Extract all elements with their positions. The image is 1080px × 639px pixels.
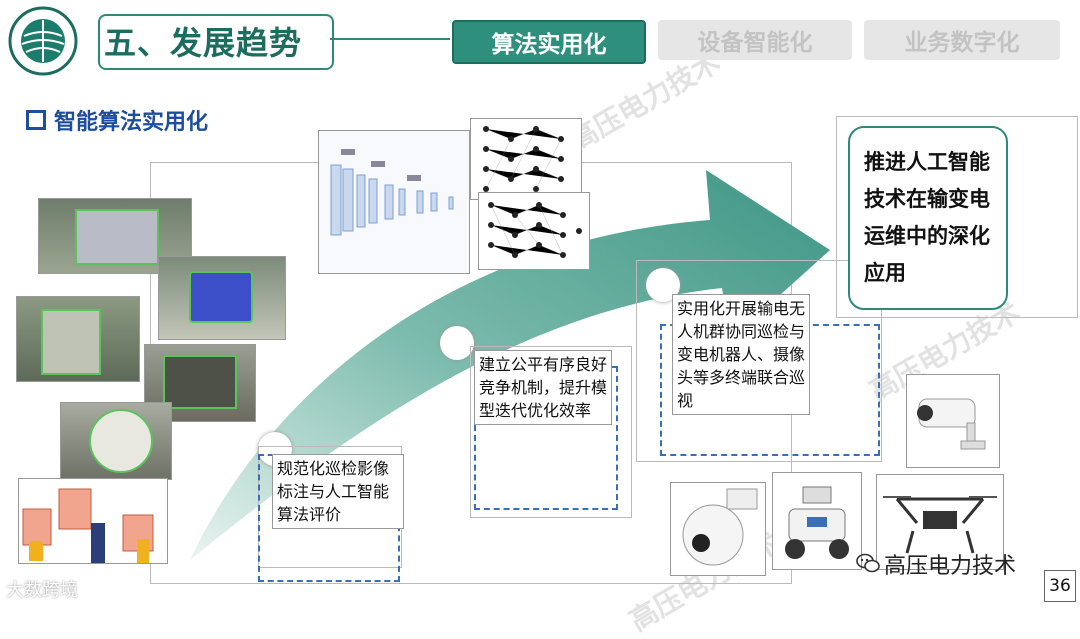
tab-device[interactable]: 设备智能化 <box>658 20 852 60</box>
step-2-frame <box>470 346 632 518</box>
section-bullet-icon <box>26 110 46 130</box>
step-marker-2 <box>440 326 474 360</box>
step-3-text: 实用化开展输电无人机群协同巡检与变电机器人、摄像头等多终端联合巡视 <box>672 294 810 415</box>
title-frame <box>98 14 334 70</box>
source-watermark: 高压电力技术 <box>884 554 1017 579</box>
inspection-photo-5 <box>60 402 172 480</box>
step-3-frame <box>636 260 882 462</box>
tab-algorithm[interactable]: 算法实用化 <box>452 20 646 64</box>
surveillance-camera-image <box>906 374 1000 468</box>
step-2-text: 建立公平有序良好竞争机制，提升模型迭代优化效率 <box>474 350 612 425</box>
cnn-diagram-image <box>318 130 470 274</box>
annotation-clipboard-image <box>18 478 168 564</box>
page-title: 五、发展趋势 <box>104 24 303 62</box>
title-connector <box>330 38 450 40</box>
tab-business[interactable]: 业务数字化 <box>864 20 1060 60</box>
goal-outer-frame <box>836 116 1078 318</box>
inspection-photo-3 <box>16 296 140 382</box>
goal-text: 推进人工智能技术在输变电运维中的深化应用 <box>864 150 990 285</box>
bottom-left-watermark: 大数跨境 <box>6 580 78 601</box>
page-number: 36 <box>1044 570 1076 602</box>
step-1-text: 规范化巡检影像标注与人工智能算法评价 <box>272 454 404 529</box>
neural-net-image-2 <box>478 192 590 270</box>
inspection-robot-image <box>772 472 862 570</box>
goal-box <box>848 126 1008 310</box>
neural-net-image-1 <box>470 118 582 200</box>
section-label: 智能算法实用化 <box>54 110 209 135</box>
wechat-icon <box>856 553 880 573</box>
dome-camera-image <box>670 482 766 576</box>
inspection-photo-2 <box>158 256 286 340</box>
drone-image <box>876 474 1004 570</box>
trend-arrow <box>190 170 830 560</box>
company-logo <box>8 6 78 76</box>
inspection-photo-4 <box>144 344 256 422</box>
